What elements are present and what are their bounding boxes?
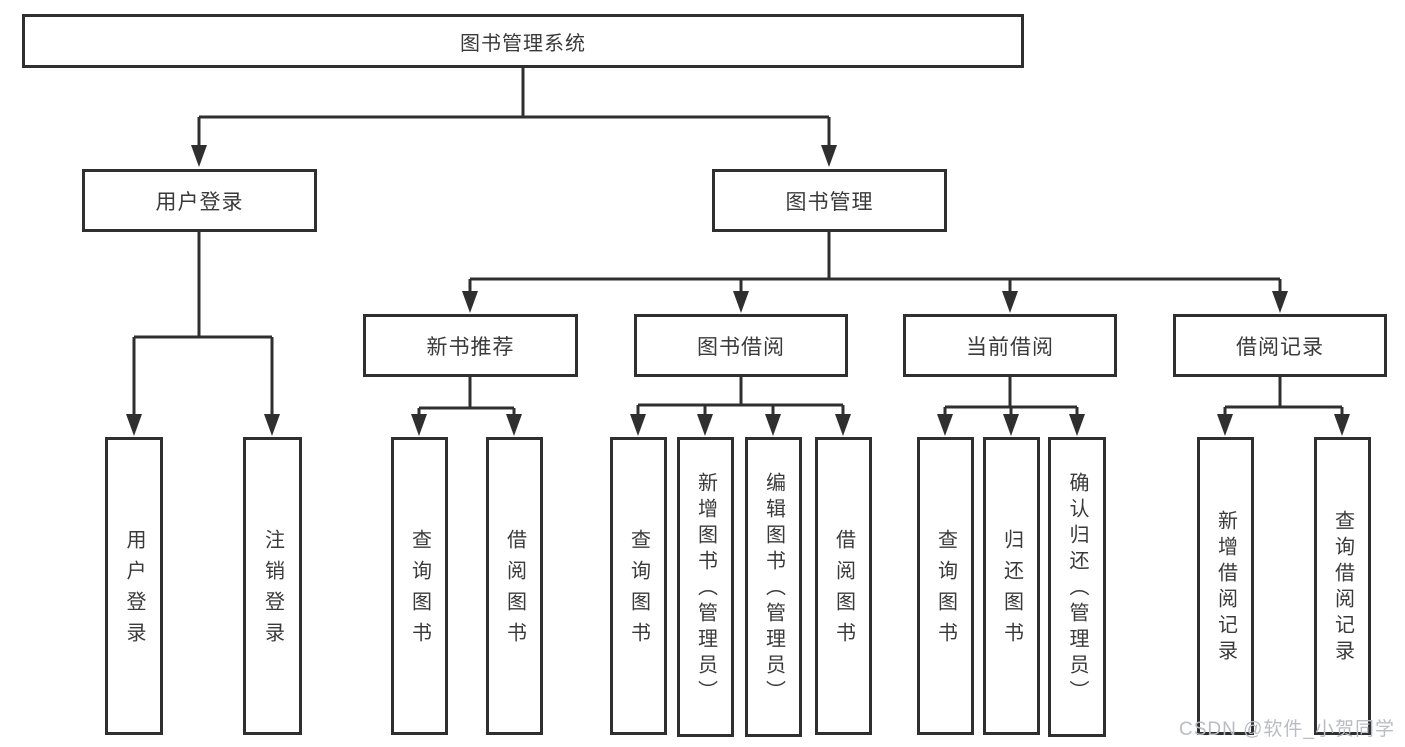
leaf-query-books-current: 查询图书 xyxy=(917,437,974,735)
leaf-borrow-books-recommend: 借阅图书 xyxy=(486,437,543,735)
node-user-login: 用户登录 xyxy=(82,169,317,232)
csdn-watermark: CSDN @软件_小贺同学 xyxy=(1179,719,1395,740)
node-borrowing-records: 借阅记录 xyxy=(1173,314,1387,377)
leaf-query-books-recommend: 查询图书 xyxy=(391,437,448,735)
leaf-logout-login: 注销登录 xyxy=(243,437,302,735)
leaf-add-borrow-record: 新增借阅记录 xyxy=(1197,437,1254,735)
leaf-query-borrow-record: 查询借阅记录 xyxy=(1314,437,1371,735)
leaf-borrow-books-borrowing: 借阅图书 xyxy=(815,437,872,735)
node-current-borrowing: 当前借阅 xyxy=(903,314,1117,377)
leaf-user-login: 用户登录 xyxy=(105,437,163,735)
leaf-return-books: 归还图书 xyxy=(983,437,1040,735)
leaf-query-books-borrowing: 查询图书 xyxy=(610,437,667,735)
node-book-management: 图书管理 xyxy=(712,169,947,232)
leaf-add-books-admin: 新增图书（管理员） xyxy=(677,437,734,737)
node-book-management-system: 图书管理系统 xyxy=(22,14,1024,68)
node-new-book-recommend: 新书推荐 xyxy=(363,314,578,377)
leaf-confirm-return-admin: 确认归还（管理员） xyxy=(1048,437,1106,737)
node-book-borrowing: 图书借阅 xyxy=(634,314,848,377)
leaf-edit-books-admin: 编辑图书（管理员） xyxy=(745,437,802,737)
